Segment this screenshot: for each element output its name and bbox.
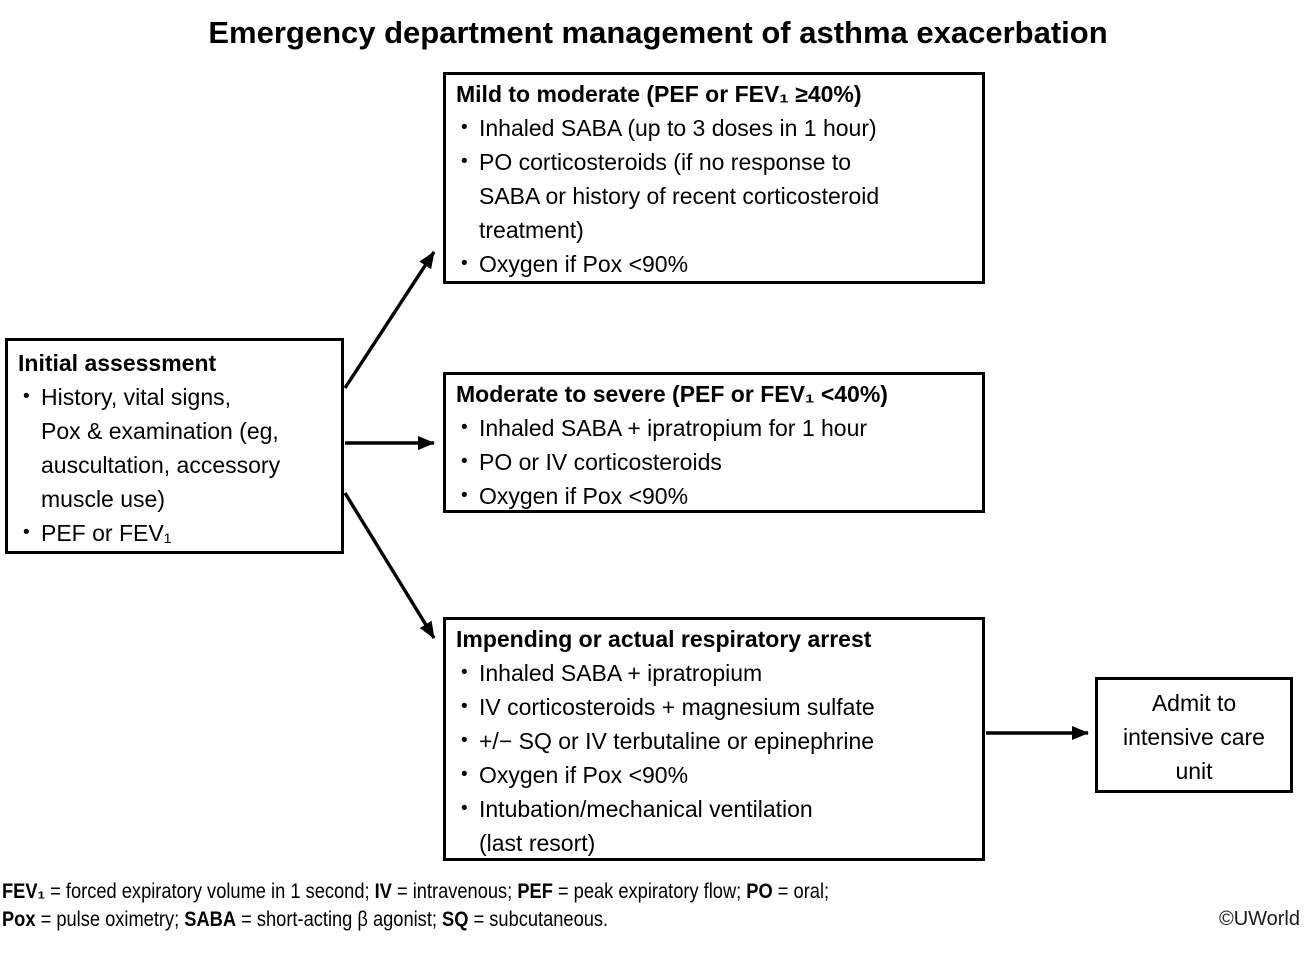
list-item: Inhaled SABA + ipratropium for 1 hour xyxy=(456,411,974,445)
box-initial-assessment-header: Initial assessment xyxy=(18,350,217,376)
abbreviation-term: PEF xyxy=(517,880,553,903)
list-item: +/− SQ or IV terbutaline or epinephrine xyxy=(456,724,974,758)
abbreviation-definition: = subcutaneous. xyxy=(468,908,609,931)
footer-line-1: FEV₁ = forced expiratory volume in 1 sec… xyxy=(2,878,829,906)
abbreviation-definition: = pulse oximetry; xyxy=(35,908,185,931)
box-moderate-to-severe-bullets: Inhaled SABA + ipratropium for 1 hourPO … xyxy=(456,411,974,513)
box-admit-icu: Admit to intensive care unit xyxy=(1095,677,1293,793)
box-moderate-to-severe-header: Moderate to severe (PEF or FEV₁ <40%) xyxy=(456,381,888,407)
abbreviation-term: Pox xyxy=(2,908,36,931)
list-item: Oxygen if Pox <90% xyxy=(456,758,974,792)
box-mild-to-moderate: Mild to moderate (PEF or FEV₁ ≥40%) Inha… xyxy=(443,72,985,284)
abbreviation-footer: FEV₁ = forced expiratory volume in 1 sec… xyxy=(2,878,829,934)
box-initial-assessment-bullets: History, vital signs, Pox & examination … xyxy=(18,380,333,550)
abbreviation-definition: = short-acting β agonist; xyxy=(236,908,443,931)
box-respiratory-arrest-header: Impending or actual respiratory arrest xyxy=(456,626,872,652)
box-moderate-to-severe: Moderate to severe (PEF or FEV₁ <40%) In… xyxy=(443,372,985,513)
abbreviation-term: FEV₁ xyxy=(2,880,46,903)
box-respiratory-arrest-bullets: Inhaled SABA + ipratropiumIV corticoster… xyxy=(456,656,974,860)
box-admit-icu-text: Admit to intensive care unit xyxy=(1123,690,1265,784)
box-respiratory-arrest: Impending or actual respiratory arrest I… xyxy=(443,617,985,861)
box-initial-assessment: Initial assessment History, vital signs,… xyxy=(5,338,344,554)
arrow-initial-to-arrest xyxy=(343,492,436,639)
list-item: PO or IV corticosteroids xyxy=(456,445,974,479)
list-item: Intubation/mechanical ventilation (last … xyxy=(456,792,974,860)
abbreviation-term: SQ xyxy=(442,908,469,931)
uworld-copyright: ©UWorld xyxy=(1218,908,1300,930)
page-title: Emergency department management of asthm… xyxy=(208,15,1108,50)
list-item: PO corticosteroids (if no response to SA… xyxy=(456,145,974,247)
abbreviation-term: SABA xyxy=(184,908,237,931)
list-item: History, vital signs, Pox & examination … xyxy=(18,380,333,516)
box-mild-to-moderate-header: Mild to moderate (PEF or FEV₁ ≥40%) xyxy=(456,81,862,107)
list-item: Oxygen if Pox <90% xyxy=(456,479,974,513)
list-item: Inhaled SABA (up to 3 doses in 1 hour) xyxy=(456,111,974,145)
list-item: PEF or FEV₁ xyxy=(18,516,333,550)
abbreviation-term: PO xyxy=(746,880,773,903)
footer-line-2: Pox = pulse oximetry; SABA = short-actin… xyxy=(2,906,829,934)
abbreviation-definition: = forced expiratory volume in 1 second; xyxy=(45,880,375,903)
abbreviation-definition: = oral; xyxy=(772,880,830,903)
abbreviation-term: IV xyxy=(374,880,392,903)
list-item: Oxygen if Pox <90% xyxy=(456,247,974,281)
arrow-initial-to-mild xyxy=(343,251,436,389)
box-mild-to-moderate-bullets: Inhaled SABA (up to 3 doses in 1 hour)PO… xyxy=(456,111,974,281)
abbreviation-definition: = peak expiratory flow; xyxy=(552,880,747,903)
abbreviation-definition: = intravenous; xyxy=(391,880,518,903)
list-item: Inhaled SABA + ipratropium xyxy=(456,656,974,690)
list-item: IV corticosteroids + magnesium sulfate xyxy=(456,690,974,724)
